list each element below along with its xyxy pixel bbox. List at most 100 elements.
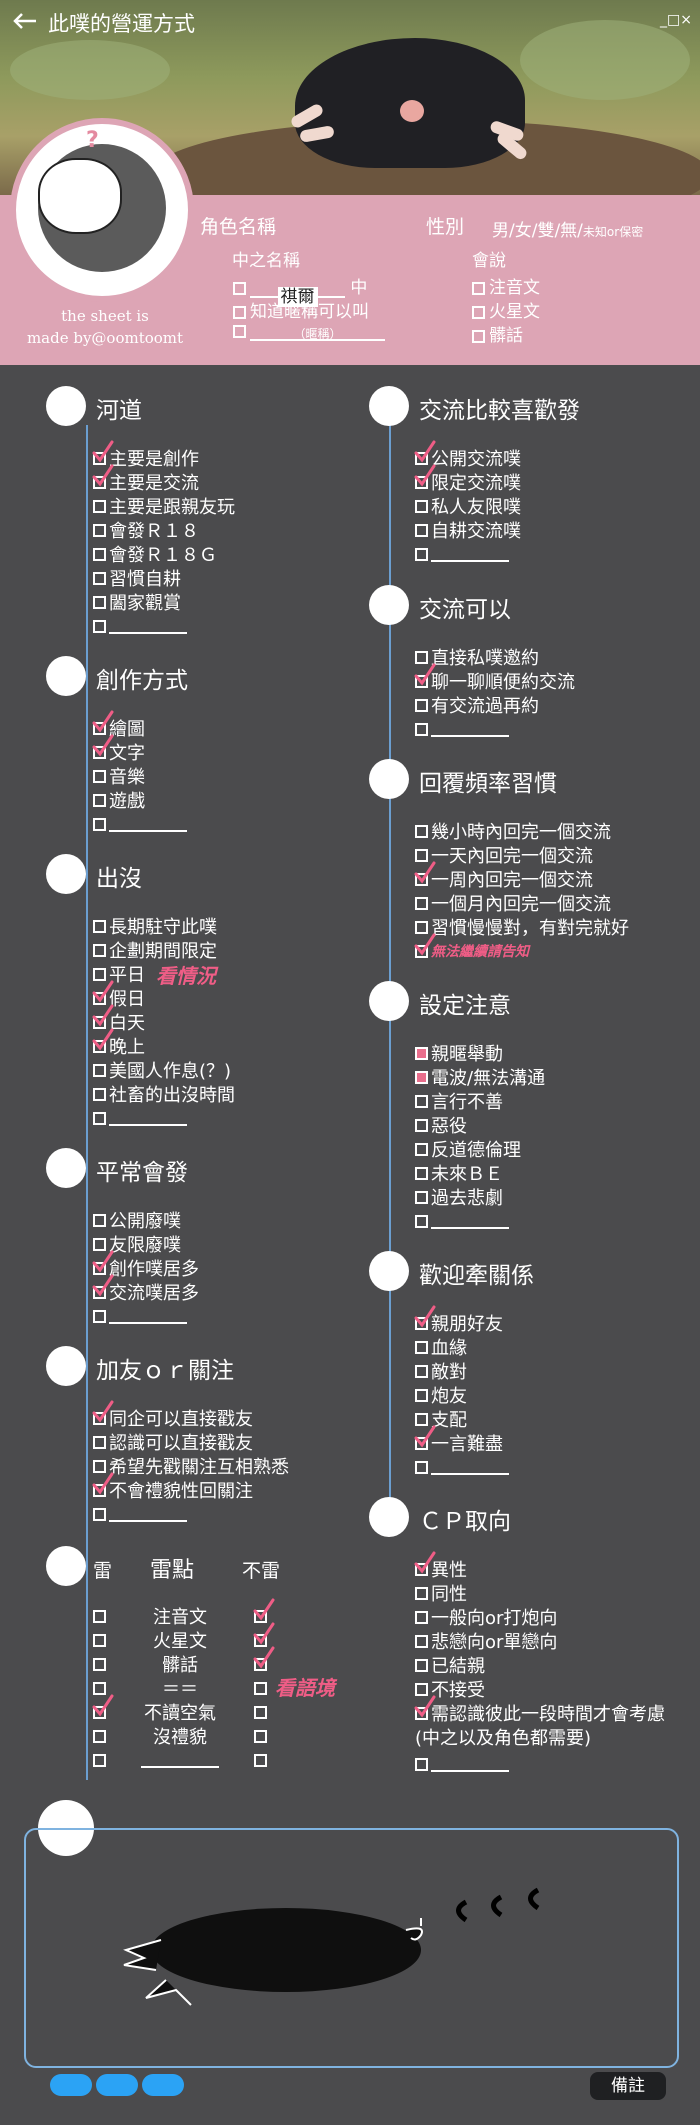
checkbox[interactable] [93,1729,106,1743]
page-indicator-2[interactable] [96,2074,138,2096]
cp-option[interactable]: 需認識彼此一段時間才會考慮 [415,1701,665,1725]
checkbox[interactable] [93,1657,106,1671]
cp-option[interactable]: 不接受 [415,1677,485,1701]
arrow-left-icon[interactable] [12,11,38,35]
checkbox[interactable] [415,1142,428,1156]
checkbox[interactable] [415,1436,428,1450]
blank-line[interactable] [109,816,187,832]
checkbox[interactable] [93,1261,106,1275]
friend-option[interactable] [93,1502,187,1526]
river-option[interactable]: 主要是交流 [93,470,199,494]
reply-option[interactable]: 一周內回完一個交流 [415,867,593,891]
creation-option[interactable] [93,812,187,836]
not-mine-checkbox[interactable] [254,1700,270,1724]
checkbox[interactable] [415,848,428,862]
blank-line[interactable] [141,1752,219,1768]
creation-option[interactable]: 文字 [93,740,145,764]
checkbox[interactable] [254,1729,267,1743]
blank-line[interactable] [109,1308,187,1324]
mine-checkbox[interactable] [93,1700,109,1724]
settings-option[interactable]: 反道德倫理 [415,1137,521,1161]
mine-checkbox[interactable] [93,1676,109,1700]
checkbox[interactable] [415,1214,428,1228]
creation-option[interactable]: 繪圖 [93,716,145,740]
checkbox[interactable] [415,920,428,934]
reply-option[interactable]: 幾小時內回完一個交流 [415,819,611,843]
presence-option[interactable] [93,1106,187,1130]
checkbox[interactable] [93,451,106,465]
settings-option[interactable] [415,1209,509,1233]
checkbox[interactable] [93,1435,106,1449]
blank-line[interactable] [431,1756,509,1772]
checkbox[interactable] [415,1316,428,1330]
checkbox[interactable] [93,1087,106,1101]
checkbox[interactable] [415,1166,428,1180]
checkbox[interactable] [415,1658,428,1672]
memo-area[interactable] [24,1828,679,2068]
checkbox[interactable] [93,793,106,807]
checkbox[interactable] [93,1507,106,1521]
can-option[interactable] [415,717,509,741]
checkbox[interactable] [93,745,106,759]
mine-checkbox[interactable] [93,1652,109,1676]
relations-option[interactable]: 一言難盡 [415,1431,503,1455]
not-mine-checkbox[interactable] [254,1604,270,1628]
checkbox[interactable] [254,1609,267,1623]
relations-option[interactable]: 親朋好友 [415,1311,503,1335]
checkbox[interactable] [93,1213,106,1227]
mine-checkbox[interactable] [93,1748,109,1772]
checkbox[interactable] [415,944,428,958]
checkbox[interactable] [93,1309,106,1323]
checkbox[interactable] [415,1190,428,1204]
river-option[interactable] [93,614,187,638]
creation-option[interactable]: 音樂 [93,764,145,788]
checkbox[interactable] [93,1705,106,1719]
checkbox[interactable] [93,967,106,981]
checkbox[interactable] [415,1757,428,1771]
presence-option[interactable]: 社畜的出沒時間 [93,1082,235,1106]
not-mine-checkbox[interactable] [254,1628,270,1652]
cp-option[interactable] [415,1752,509,1776]
blank-line[interactable] [431,1459,509,1475]
blank-line[interactable] [431,546,509,562]
checkbox[interactable] [415,547,428,561]
checkbox[interactable] [415,872,428,886]
cp-option[interactable]: 同性 [415,1581,467,1605]
checkbox[interactable] [415,1046,428,1060]
presence-option[interactable]: 晚上 [93,1034,145,1058]
presence-option[interactable]: 長期駐守此噗 [93,914,217,938]
checkbox[interactable] [415,1562,428,1576]
usual-option[interactable] [93,1304,187,1328]
checkbox[interactable] [415,722,428,736]
cn-name-row[interactable]: 祺爾 中 [233,273,367,307]
checkbox[interactable] [415,499,428,513]
checkbox[interactable] [93,1459,106,1473]
checkbox[interactable] [415,1118,428,1132]
river-option[interactable]: 闔家觀賞 [93,590,181,614]
checkbox[interactable] [93,595,106,609]
river-option[interactable]: 習慣自耕 [93,566,181,590]
relations-option[interactable] [415,1455,509,1479]
checkbox[interactable] [93,721,106,735]
usual-option[interactable]: 友限廢噗 [93,1232,181,1256]
checkbox[interactable] [415,650,428,664]
checkbox[interactable] [254,1705,267,1719]
checkbox[interactable] [415,475,428,489]
checkbox[interactable] [93,1063,106,1077]
checkbox[interactable] [415,1586,428,1600]
friend-option[interactable]: 希望先戳關注互相熟悉 [93,1454,289,1478]
checkbox[interactable] [93,1633,106,1647]
not-mine-checkbox[interactable] [254,1748,270,1772]
speaks-item[interactable]: 注音文 [472,273,540,298]
friend-option[interactable]: 同企可以直接戳友 [93,1406,253,1430]
can-option[interactable]: 聊一聊順便約交流 [415,669,575,693]
speaks-item[interactable]: 火星文 [472,297,540,322]
settings-option[interactable]: 惡役 [415,1113,467,1137]
checkbox[interactable] [93,475,106,489]
gender-options[interactable]: 男/女/雙/無/未知or保密 [492,221,644,241]
checkbox[interactable] [415,824,428,838]
checkbox[interactable] [415,1094,428,1108]
speaks-item[interactable]: 髒話 [472,321,523,346]
presence-option[interactable]: 白天 [93,1010,145,1034]
checkbox[interactable] [254,1681,267,1695]
